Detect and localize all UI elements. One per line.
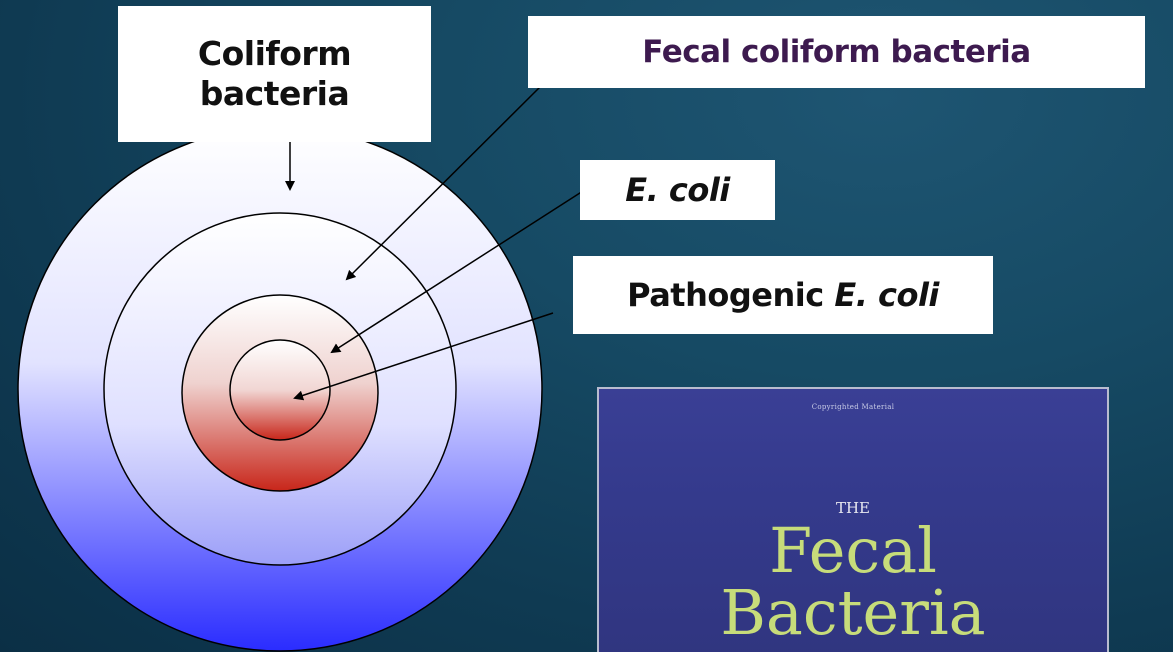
pathogenic-label-italic: E. coli [834, 276, 939, 314]
pathogenic-ecoli-label: Pathogenic E. coli [573, 256, 993, 334]
book-cover-image: Copyrighted Material THE Fecal Bacteria [597, 387, 1109, 652]
coliform-label-line2: bacteria [200, 74, 349, 113]
fecal-coliform-bacteria-label: Fecal coliform bacteria [528, 16, 1145, 88]
coliform-label-line1: Coliform [198, 34, 351, 73]
ecoli-label: E. coli [580, 160, 775, 220]
book-topline: Copyrighted Material [599, 403, 1107, 411]
pathogenic-ecoli-ring [230, 340, 330, 440]
book-title-line1: Fecal [599, 519, 1107, 583]
fecal-coliform-label-text: Fecal coliform bacteria [642, 34, 1030, 70]
book-title-line2: Bacteria [599, 581, 1107, 645]
pathogenic-label-prefix: Pathogenic [627, 276, 834, 314]
ecoli-label-text: E. coli [625, 171, 730, 209]
coliform-bacteria-label: Coliform bacteria [118, 6, 431, 142]
